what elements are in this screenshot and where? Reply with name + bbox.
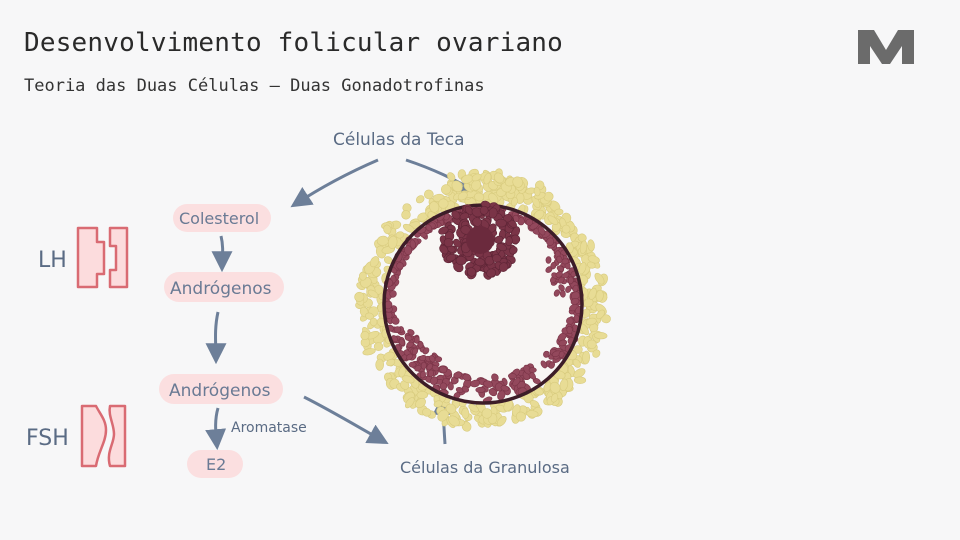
page-subtitle: Teoria das Duas Células – Duas Gonadotro…	[24, 76, 485, 96]
arrow-androgenos-transfer	[205, 311, 227, 365]
brand-logo	[858, 30, 914, 64]
e2-label: E2	[206, 455, 226, 474]
page-title: Desenvolvimento folicular ovariano	[24, 28, 564, 58]
androgenos-granulosa-label: Andrógenos	[169, 381, 271, 401]
androgenos-theca-label: Andrógenos	[170, 279, 272, 299]
arrow-androgenos-to-granulosa	[303, 395, 389, 445]
lh-label: LH	[38, 248, 67, 273]
ovarian-follicle-illustration	[354, 168, 611, 432]
androgenos-granulosa-pill	[159, 374, 283, 404]
arrow-theca-to-colesterol	[290, 158, 379, 208]
granulosa-cells-label: Células da Granulosa	[400, 458, 570, 477]
colesterol-pill	[173, 204, 271, 232]
colesterol-label: Colesterol	[179, 209, 259, 228]
fsh-receptor-icon	[80, 404, 127, 468]
aromatase-label: Aromatase	[231, 420, 307, 436]
theca-cells-label: Células da Teca	[333, 130, 465, 150]
arrow-androgenos-to-e2	[205, 407, 227, 451]
arrow-colesterol-to-androgenos	[211, 235, 233, 273]
oocyte	[466, 226, 494, 254]
lh-receptor-icon	[76, 226, 129, 289]
fsh-label: FSH	[26, 426, 69, 451]
androgenos-theca-pill	[164, 272, 284, 302]
e2-pill	[187, 450, 243, 478]
